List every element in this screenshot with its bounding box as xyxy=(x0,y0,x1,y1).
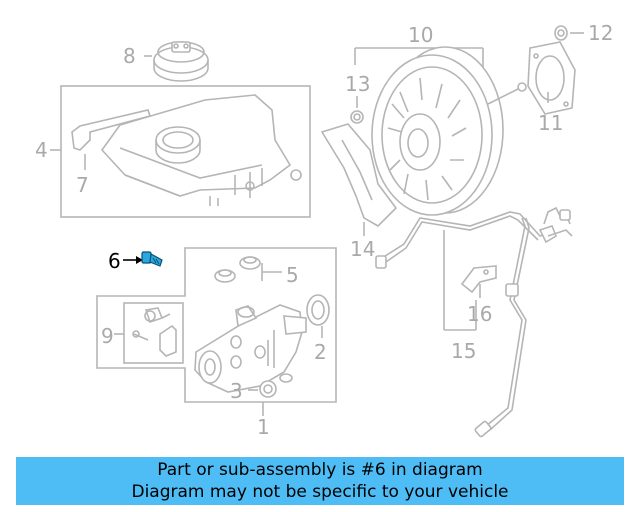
nut-drawing xyxy=(350,96,364,124)
heat-shield-drawing xyxy=(320,123,398,236)
line-bracket-drawing xyxy=(460,265,497,298)
banner-line-2: Diagram may not be specific to your vehi… xyxy=(131,482,509,502)
clip-drawing xyxy=(554,25,584,41)
sensor-subassembly-box xyxy=(123,302,184,364)
callout-2: 2 xyxy=(314,340,327,364)
callout-8: 8 xyxy=(123,44,136,68)
booster-gasket-drawing xyxy=(527,41,576,115)
banner-line-1: Part or sub-assembly is #6 in diagram xyxy=(157,460,483,480)
reservoir-cap-drawing xyxy=(144,41,209,82)
brake-booster-drawing xyxy=(371,46,527,216)
callout-6: 6 xyxy=(108,249,121,273)
callout-9: 9 xyxy=(101,324,114,348)
callout-4: 4 xyxy=(35,138,48,162)
grommets-drawing xyxy=(214,256,282,283)
callout-1: 1 xyxy=(257,415,270,439)
callout-3: 3 xyxy=(230,379,243,403)
callout-5: 5 xyxy=(286,263,299,287)
callout-15: 15 xyxy=(451,339,476,363)
callout-13: 13 xyxy=(345,72,370,96)
callout-11: 11 xyxy=(538,111,563,135)
cylinder-cap-drawing xyxy=(248,380,277,398)
master-cylinder-drawing xyxy=(194,304,307,393)
info-banner: Part or sub-assembly is #6 in diagram Di… xyxy=(16,457,624,505)
sensor-subassembly-drawing xyxy=(132,307,177,357)
bolt-part-6-icon[interactable] xyxy=(141,251,163,267)
brake-lines-drawing xyxy=(375,206,573,438)
callout-16: 16 xyxy=(467,302,492,326)
fluid-reservoir-drawing xyxy=(100,94,302,206)
callout-7: 7 xyxy=(76,173,89,197)
callout-10: 10 xyxy=(408,23,433,47)
reservoir-assembly-box xyxy=(60,85,311,218)
o-ring-drawing xyxy=(306,294,330,338)
reservoir-strip-drawing xyxy=(71,109,152,170)
callout-12: 12 xyxy=(588,21,613,45)
master-cylinder-box xyxy=(96,247,337,403)
callout-6-arrowhead xyxy=(136,256,143,264)
callout-14: 14 xyxy=(350,237,375,261)
